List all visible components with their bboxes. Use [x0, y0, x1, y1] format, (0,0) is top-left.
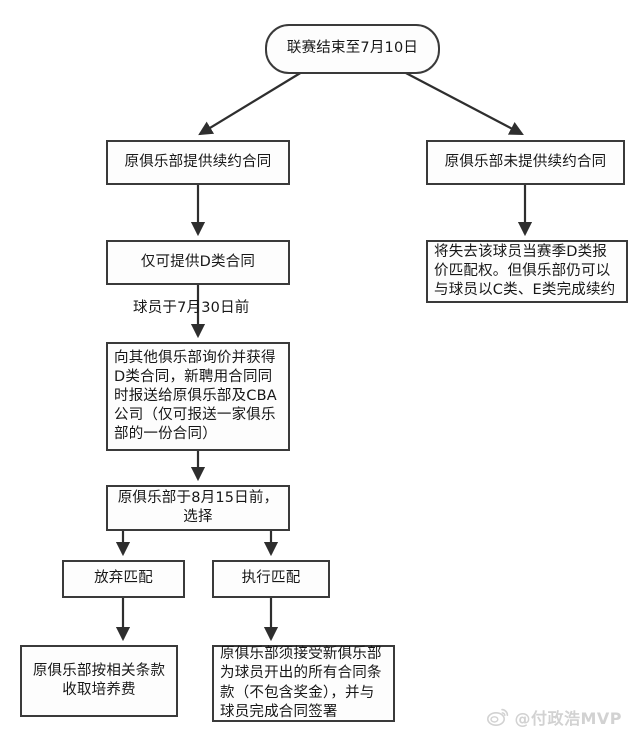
node-accept-all-contract-terms[interactable]: 原俱乐部须接受新俱乐部为球员开出的所有合同条款（不包含奖金），并与球员完成合同签… — [212, 645, 395, 722]
node-label: 仅可提供D类合同 — [140, 253, 256, 270]
node-label: 放弃匹配 — [94, 570, 153, 587]
watermark: @付政浩MVP — [487, 705, 622, 729]
edge-root-to-nooffer — [403, 71, 524, 135]
node-label: 原俱乐部按相关条款收取培养费 — [32, 662, 166, 698]
node-give-up-match[interactable]: 放弃匹配 — [62, 560, 185, 598]
node-label: 原俱乐部须接受新俱乐部为球员开出的所有合同条款（不包含奖金），并与球员完成合同签… — [220, 646, 382, 720]
node-label: 原俱乐部于8月15日前，选择 — [117, 489, 279, 525]
node-label: 原俱乐部提供续约合同 — [124, 153, 272, 170]
node-club-offers-contract[interactable]: 原俱乐部提供续约合同 — [106, 140, 290, 185]
node-inquire-other-clubs[interactable]: 向其他俱乐部询价并获得D类合同，新聘用合同同时报送给原俱乐部及CBA公司（仅可报… — [106, 342, 290, 451]
node-lose-matching-right[interactable]: 将失去该球员当赛季D类报价匹配权。但俱乐部仍可以与球员以C类、E类完成续约 — [426, 240, 628, 303]
node-label: 执行匹配 — [241, 570, 301, 587]
node-label: 联赛结束至7月10日 — [286, 40, 419, 57]
node-execute-match[interactable]: 执行匹配 — [212, 560, 330, 598]
edge-label-player-deadline: 球员于7月30日前 — [133, 300, 250, 316]
watermark-handle: @付政浩MVP — [514, 709, 622, 728]
node-club-choose-by-aug15[interactable]: 原俱乐部于8月15日前，选择 — [106, 485, 290, 531]
node-collect-training-fee[interactable]: 原俱乐部按相关条款收取培养费 — [20, 645, 178, 717]
weibo-icon — [487, 708, 509, 726]
node-only-d-class-contract[interactable]: 仅可提供D类合同 — [106, 240, 290, 285]
node-club-no-offer[interactable]: 原俱乐部未提供续约合同 — [426, 140, 625, 185]
node-league-end[interactable]: 联赛结束至7月10日 — [265, 24, 440, 74]
node-label: 向其他俱乐部询价并获得D类合同，新聘用合同同时报送给原俱乐部及CBA公司（仅可报… — [114, 349, 277, 443]
node-label: 原俱乐部未提供续约合同 — [444, 153, 607, 170]
node-label: 将失去该球员当赛季D类报价匹配权。但俱乐部仍可以与球员以C类、E类完成续约 — [434, 243, 616, 299]
edge-root-to-offer — [198, 71, 303, 136]
